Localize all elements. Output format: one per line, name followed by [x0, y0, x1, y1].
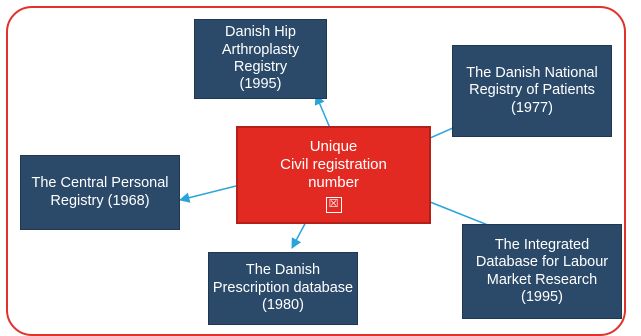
node-central-personal-registry: The Central Personal Registry (1968) — [20, 155, 180, 230]
node-national-registry-of-patients: The Danish National Registry of Patients… — [452, 45, 612, 137]
node-hip-arthroplasty-registry: Danish Hip Arthroplasty Registry (1995) — [194, 19, 327, 99]
node-integrated-database-labour-market: The Integrated Database for Labour Marke… — [462, 224, 622, 319]
arrow-to-prescription-database — [291, 219, 308, 249]
node-danish-prescription-database: The Danish Prescription database (1980) — [208, 252, 358, 325]
arrow-to-hip-registry — [314, 94, 331, 129]
registry-card-icon: ☒ — [325, 196, 342, 213]
node-unique-civil-registration-number: Unique Civil registration number ☒ — [236, 126, 431, 224]
center-node-label: Unique Civil registration number — [280, 137, 387, 191]
